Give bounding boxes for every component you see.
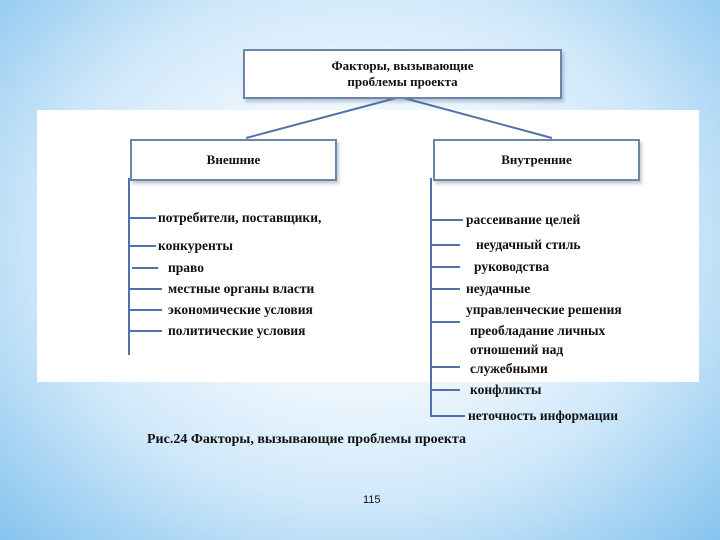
root-node-line1: Факторы, вызывающие — [331, 58, 474, 73]
root-node: Факторы, вызывающие проблемы проекта — [243, 49, 562, 99]
internal-item: конфликты — [470, 382, 542, 397]
external-item: потребители, поставщики, — [158, 210, 322, 225]
internal-item: неудачный стиль — [476, 237, 581, 252]
internal-item: рассеивание целей — [466, 212, 581, 227]
internal-item: управленческие решения — [466, 302, 622, 317]
external-node: Внешние — [130, 139, 337, 181]
external-item: право — [168, 260, 204, 275]
internal-node: Внутренние — [433, 139, 640, 181]
connector-top-internal — [399, 96, 553, 139]
internal-node-title: Внутренние — [501, 152, 572, 167]
internal-item: отношений над — [470, 342, 564, 357]
internal-item: преобладание личных — [470, 323, 606, 338]
external-item: экономические условия — [168, 302, 313, 317]
page-number: 115 — [363, 494, 381, 506]
external-item: местные органы власти — [168, 281, 315, 296]
external-item: конкуренты — [158, 238, 233, 253]
internal-item: неточность информации — [468, 408, 619, 423]
external-item: политические условия — [168, 323, 306, 338]
external-node-title: Внешние — [206, 152, 261, 167]
figure-caption: Рис.24 Факторы, вызывающие проблемы прое… — [147, 432, 466, 447]
connector-top-external — [245, 96, 401, 139]
internal-item: служебными — [470, 361, 548, 376]
internal-item: руководства — [474, 259, 550, 274]
root-node-line2: проблемы проекта — [347, 74, 458, 89]
internal-item: неудачные — [466, 281, 531, 296]
